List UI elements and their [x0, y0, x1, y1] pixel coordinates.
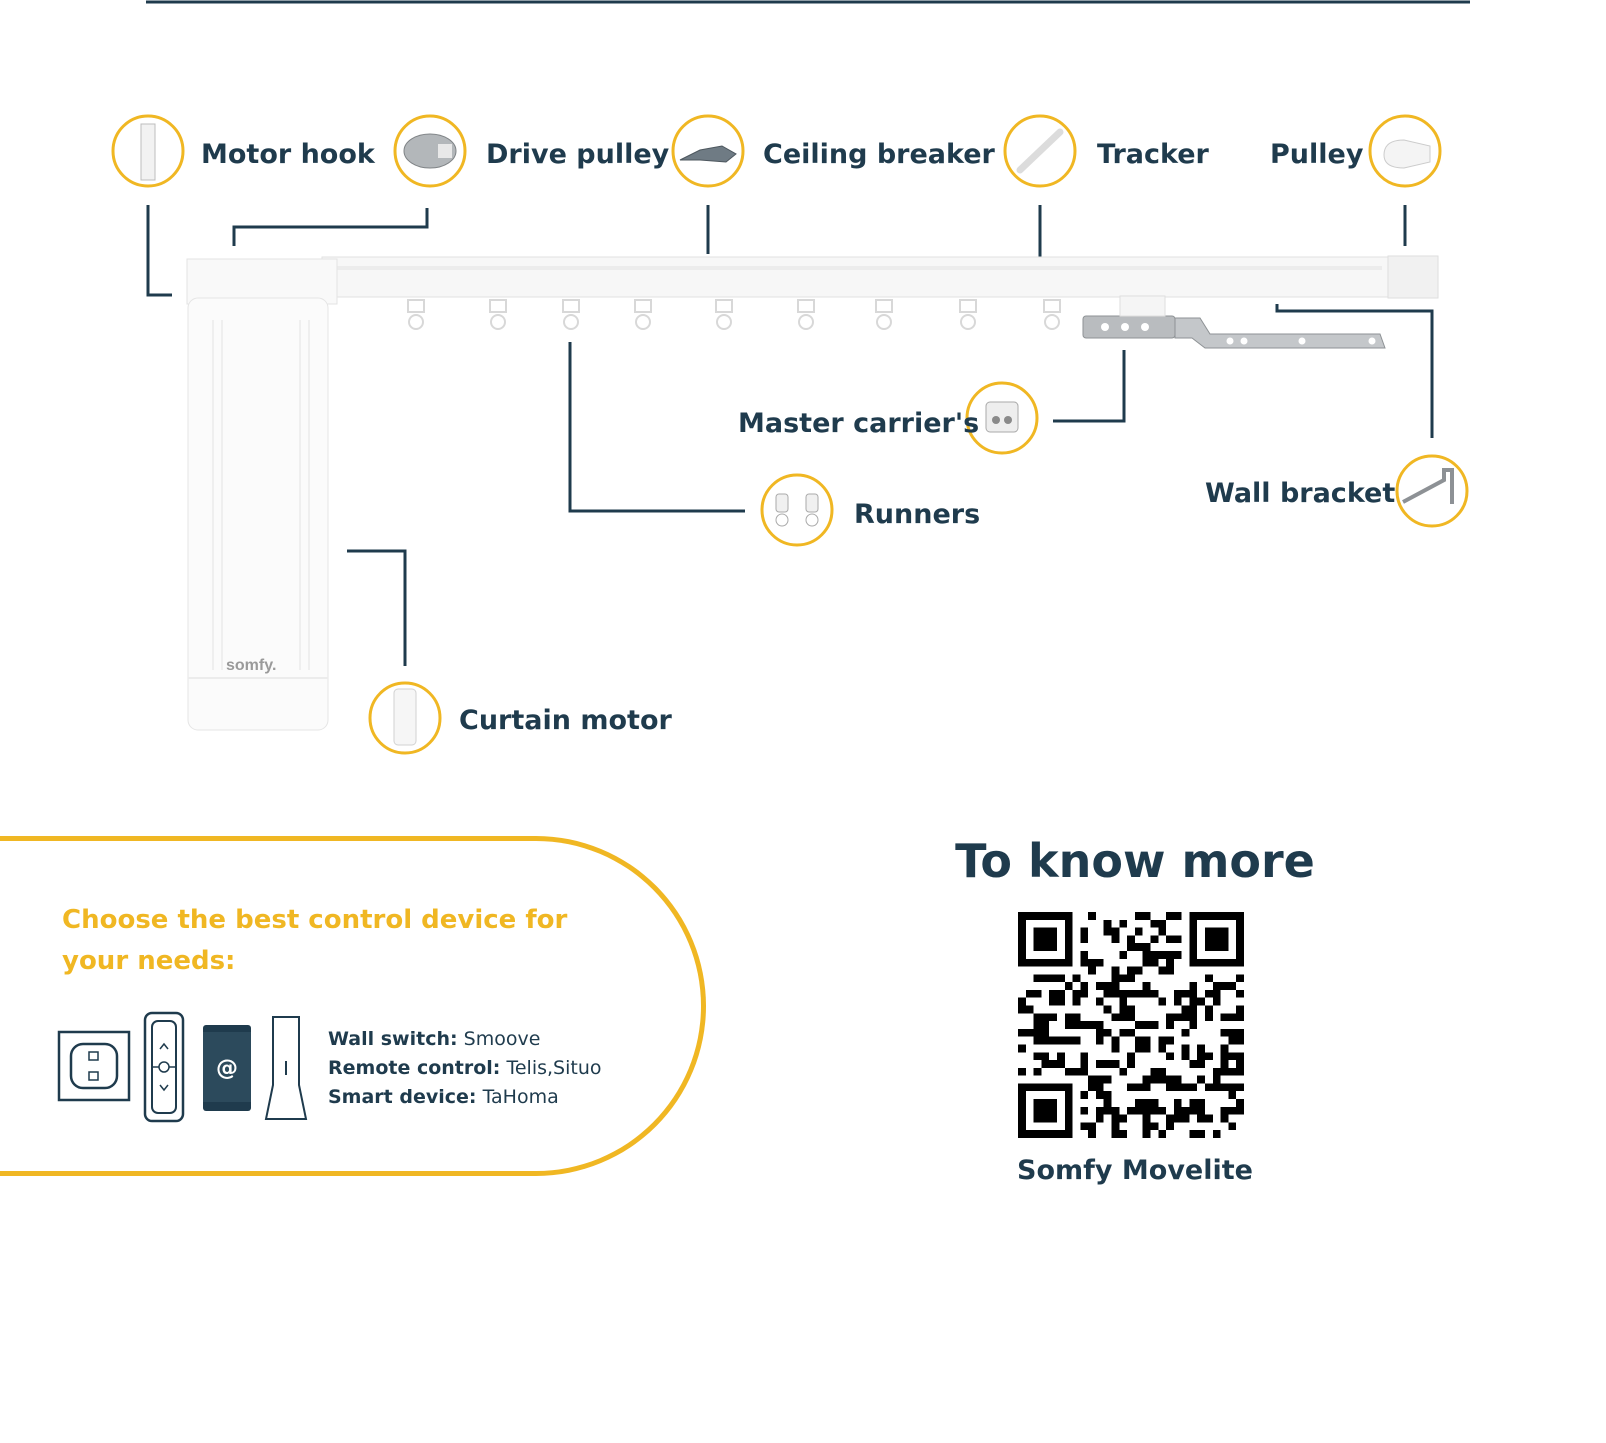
label-ceiling-breaker: Ceiling breaker: [763, 139, 995, 170]
curtain-track-diagram: somfy.: [111, 0, 1470, 755]
master-carrier-arm: [1082, 295, 1386, 349]
smart-device-at-glyph: @: [216, 1056, 238, 1081]
control-item-smart-device: Smart device: TaHoma: [328, 1086, 559, 1108]
label-tracker: Tracker: [1097, 139, 1209, 170]
master-carrier-icon: [965, 381, 1039, 455]
qr-code[interactable]: [1018, 912, 1244, 1138]
tracker-icon: [1003, 114, 1077, 188]
wall-bracket-icon: [1395, 454, 1469, 528]
label-curtain-motor: Curtain motor: [459, 705, 672, 736]
drive-pulley-icon: [393, 114, 467, 188]
runners-icon: [760, 473, 834, 547]
control-item-remote-control: Remote control: Telis,Situo: [328, 1057, 602, 1079]
remote-control-icon: [143, 1011, 185, 1123]
label-runners: Runners: [854, 499, 981, 530]
qr-caption: Somfy Movelite: [1017, 1155, 1253, 1186]
control-item-wall-switch: Wall switch: Smoove: [328, 1028, 541, 1050]
smart-device-icon: @: [203, 1025, 251, 1111]
curtain-motor-icon: [368, 681, 442, 755]
label-drive-pulley: Drive pulley: [486, 139, 670, 170]
know-more-title: To know more: [955, 834, 1315, 888]
rail-runners: [407, 299, 1061, 330]
curtain-rail: [321, 255, 1439, 299]
control-device-icons: @: [57, 1011, 308, 1123]
wall-switch-icon: [57, 1030, 131, 1102]
control-device-panel: [0, 836, 706, 1176]
label-pulley: Pulley: [1270, 139, 1364, 170]
curtain-motor-body: somfy.: [186, 258, 338, 731]
motor-hook-icon: [111, 114, 185, 188]
connector-lines: [146, 205, 1434, 666]
motor-brand-logo: somfy.: [226, 657, 276, 674]
control-device-list: Wall switch: Smoove Remote control: Teli…: [328, 1025, 602, 1112]
control-heading: Choose the best control device for your …: [62, 905, 568, 976]
tahoma-hub-icon: [264, 1016, 308, 1120]
pulley-icon: [1368, 114, 1442, 188]
ceiling-breaker-icon: [671, 114, 745, 188]
label-motor-hook: Motor hook: [201, 139, 375, 170]
label-master-carrier: Master carrier's: [738, 408, 980, 439]
label-wall-bracket: Wall bracket: [1205, 478, 1396, 509]
